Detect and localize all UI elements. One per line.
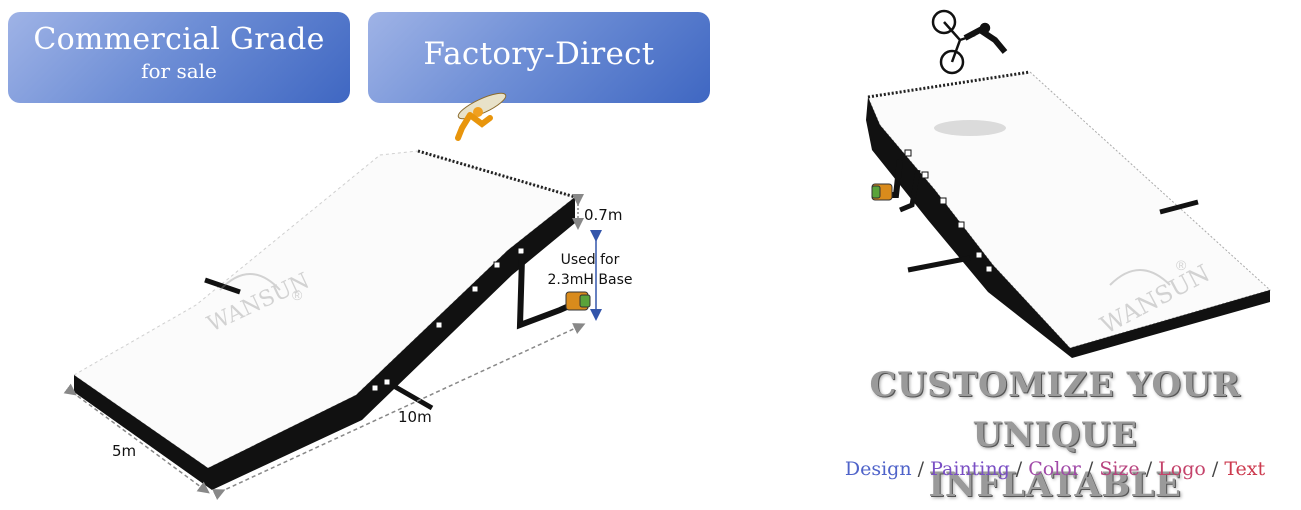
option-separator: / <box>1080 458 1100 480</box>
bmx-rider-icon <box>931 9 1008 75</box>
option-design: Design <box>844 458 912 480</box>
customization-options: Design / Painting / Color / Size / Logo … <box>812 458 1298 480</box>
base-note-line1: Used for <box>560 252 620 268</box>
option-painting: Painting <box>930 458 1010 480</box>
badge-title: Commercial Grade <box>33 22 325 57</box>
option-separator: / <box>1139 458 1159 480</box>
customize-headline: CUSTOMIZE YOUR UNIQUE INFLATABLE <box>812 360 1298 510</box>
base-note: Used for 2.3mH Base <box>538 250 642 290</box>
badge-subtitle: for sale <box>141 59 217 83</box>
option-separator: / <box>1009 458 1029 480</box>
option-text: Text <box>1224 458 1266 480</box>
base-note-line2: 2.3mH Base <box>547 272 633 288</box>
option-color: Color <box>1028 458 1081 480</box>
option-separator: / <box>911 458 931 480</box>
right-ramp: WANSUN ® <box>866 9 1271 358</box>
headline-line1: CUSTOMIZE YOUR UNIQUE <box>869 365 1241 455</box>
badge-title: Factory-Direct <box>423 36 655 72</box>
left-ramp: WANSUN ® <box>63 92 602 500</box>
registered-mark: ® <box>1176 257 1187 273</box>
headline-line2: INFLATABLE <box>928 465 1182 505</box>
length-dimension-label: 10m <box>398 408 432 426</box>
registered-mark: ® <box>292 287 303 303</box>
commercial-grade-badge: Commercial Grade for sale <box>8 12 350 103</box>
height-dimension-label: 0.7m <box>584 206 623 224</box>
option-size: Size <box>1099 458 1140 480</box>
option-logo: Logo <box>1158 458 1206 480</box>
option-separator: / <box>1205 458 1225 480</box>
width-dimension-label: 5m <box>112 442 137 460</box>
factory-direct-badge: Factory-Direct <box>368 12 710 103</box>
snowboarder-icon <box>455 92 507 141</box>
